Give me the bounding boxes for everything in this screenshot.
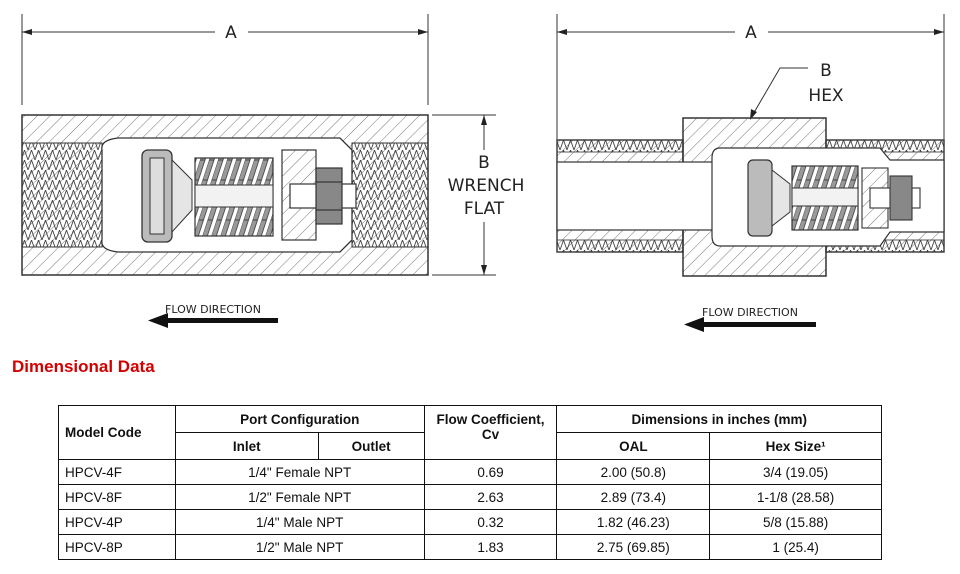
- header-hex-size: Hex Size¹: [709, 432, 882, 460]
- dimension-b-label-right: B: [820, 61, 832, 81]
- header-inlet: Inlet: [174, 432, 319, 460]
- cell-port: 1/2" Female NPT: [174, 484, 425, 510]
- cell-model: HPCV-8F: [58, 484, 176, 510]
- flow-direction-label: FLOW DIRECTION: [165, 303, 261, 316]
- header-port-configuration: Port Configuration: [174, 405, 425, 433]
- header-cv-text: Cv: [481, 427, 500, 442]
- inlet-thread: [21, 142, 103, 248]
- cell-model: HPCV-4F: [58, 459, 176, 485]
- cell-model: HPCV-8P: [58, 534, 176, 560]
- header-model-code: Model Code: [58, 405, 176, 460]
- dimension-a-line-right: [557, 29, 944, 35]
- table-row: HPCV-4P 1/4" Male NPT 0.32 1.82 (46.23) …: [58, 509, 882, 535]
- cell-oal: 2.75 (69.85): [556, 534, 711, 560]
- table-row: HPCV-8P 1/2" Male NPT 1.83 2.75 (69.85) …: [58, 534, 882, 560]
- dimension-a-label: A: [225, 23, 237, 43]
- flat-label: FLAT: [464, 199, 505, 219]
- cell-oal: 2.89 (73.4): [556, 484, 711, 510]
- wrench-label: WRENCH: [448, 176, 525, 196]
- nut: [315, 167, 343, 225]
- female-valve-drawing: A B WRENCH FLAT FLOW DIRECTION: [21, 14, 525, 328]
- table-header-row: Model Code Port Configuration Flow Coeff…: [58, 405, 882, 460]
- nut-right: [889, 175, 913, 221]
- flow-arrow-right-icon: [684, 317, 816, 332]
- cell-cv: 1.83: [423, 534, 558, 560]
- cell-model: HPCV-4P: [58, 509, 176, 535]
- section-title: Dimensional Data: [12, 357, 155, 376]
- cell-oal: 2.00 (50.8): [556, 459, 711, 485]
- cell-hex: 1 (25.4): [709, 534, 882, 560]
- header-flow-coefficient-text: Flow Coefficient,: [436, 412, 545, 427]
- header-oal: OAL: [556, 432, 711, 460]
- header-outlet: Outlet: [317, 432, 425, 460]
- outlet-thread: [351, 142, 429, 248]
- cell-oal: 1.82 (46.23): [556, 509, 711, 535]
- cell-port: 1/4" Male NPT: [174, 509, 425, 535]
- dimensional-data-table: Model Code Port Configuration Flow Coeff…: [58, 405, 882, 560]
- cell-cv: 0.32: [423, 509, 558, 535]
- male-valve-drawing: A B HEX FLOW DIRECTION: [556, 14, 945, 332]
- flow-arrow-icon: [148, 313, 278, 328]
- dimension-a-label-right: A: [745, 23, 757, 43]
- poppet-right: [747, 159, 773, 237]
- cell-hex: 3/4 (19.05): [709, 459, 882, 485]
- dimension-a-line: [22, 29, 428, 35]
- hex-label: HEX: [808, 86, 844, 106]
- cell-hex: 5/8 (15.88): [709, 509, 882, 535]
- cell-cv: 2.63: [423, 484, 558, 510]
- flow-direction-label-right: FLOW DIRECTION: [702, 306, 798, 319]
- header-dimensions: Dimensions in inches (mm): [556, 405, 882, 433]
- cell-cv: 0.69: [423, 459, 558, 485]
- cell-port: 1/2" Male NPT: [174, 534, 425, 560]
- valve-drawings: A B WRENCH FLAT FLOW DIRECTION: [21, 14, 945, 332]
- table-row: HPCV-8F 1/2" Female NPT 2.63 2.89 (73.4)…: [58, 484, 882, 510]
- header-flow-coefficient: Flow Coefficient, Cv: [423, 405, 558, 460]
- table-row: HPCV-4F 1/4" Female NPT 0.69 2.00 (50.8)…: [58, 459, 882, 485]
- cell-hex: 1-1/8 (28.58): [709, 484, 882, 510]
- cell-port: 1/4" Female NPT: [174, 459, 425, 485]
- dimension-b-label: B: [478, 153, 490, 173]
